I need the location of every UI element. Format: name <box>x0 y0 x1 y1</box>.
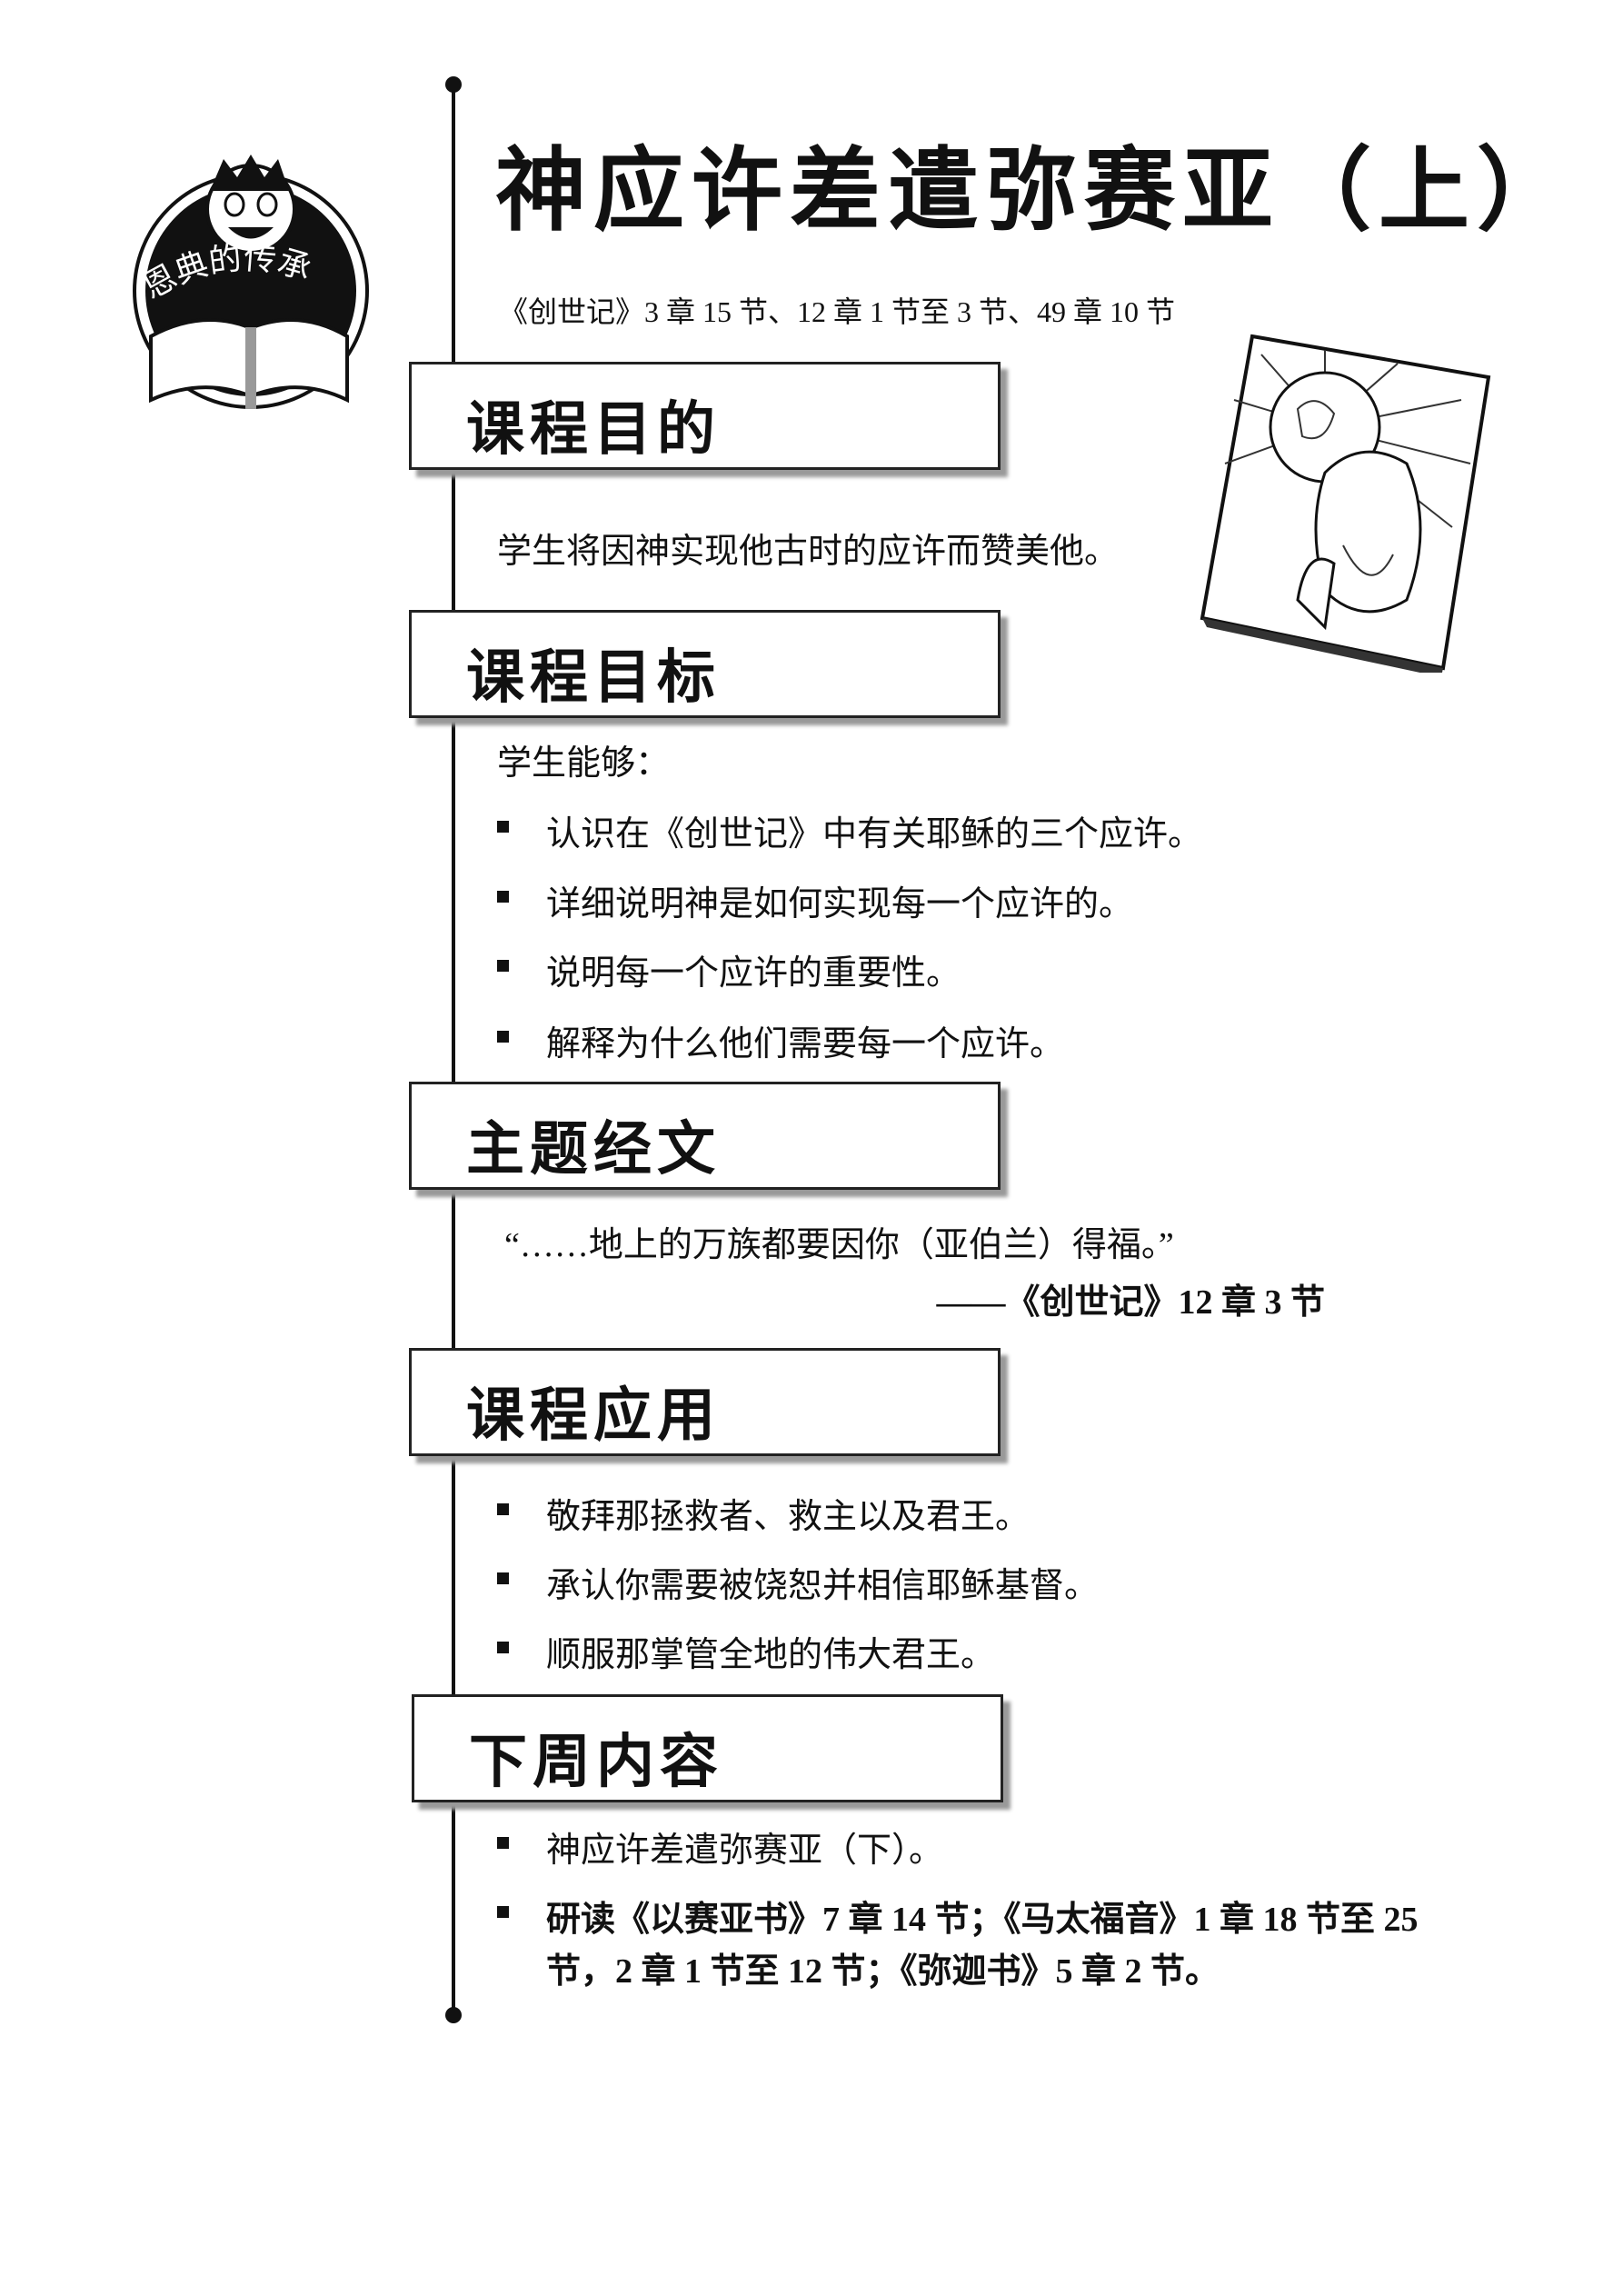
key-verse-reference: ——《创世记》12 章 3 节 <box>936 1283 1325 1322</box>
illustration-prophet <box>1198 327 1498 677</box>
objective-item: 认识在《创世记》中有关耶稣的三个应许。 <box>546 815 1203 854</box>
next-week-item: 研读《以赛亚书》7 章 14 节；《马太福音》1 章 18 节至 25 <box>546 1901 1419 1939</box>
timeline-dot-bottom <box>445 2007 462 2023</box>
timeline-line <box>452 85 455 2015</box>
bullet-icon <box>497 1572 509 1584</box>
heading-text: 主题经文 <box>466 1116 721 1183</box>
section-header-next-week: 下周内容 <box>412 1694 1003 1802</box>
bullet-icon <box>497 1503 509 1515</box>
section-header-application: 课程应用 <box>409 1348 1001 1456</box>
section-header-objectives: 课程目标 <box>409 610 1001 718</box>
timeline-dot-top <box>445 76 462 93</box>
next-week-item-continued: 节，2 章 1 节至 12 节；《弥迦书》5 章 2 节。 <box>546 1952 1220 1991</box>
page-title: 神应许差遣弥赛亚（上） <box>495 137 1575 244</box>
objective-item: 解释为什么他们需要每一个应许。 <box>546 1025 1065 1063</box>
bullet-icon <box>497 821 509 833</box>
bullet-icon <box>497 1031 509 1043</box>
application-item: 承认你需要被饶恕并相信耶稣基督。 <box>546 1567 1100 1605</box>
logo: 恩典的传承 <box>133 155 369 431</box>
bullet-icon <box>497 1642 509 1653</box>
heading-text: 课程目标 <box>466 644 721 712</box>
objectives-intro: 学生能够： <box>497 744 671 783</box>
bullet-icon <box>497 1837 509 1849</box>
purpose-text: 学生将因神实现他古时的应许而赞美他。 <box>497 533 1120 571</box>
heading-text: 课程目的 <box>466 396 721 464</box>
heading-text: 下周内容 <box>469 1729 723 1796</box>
application-item: 顺服那掌管全地的伟大君王。 <box>546 1636 996 1674</box>
bullet-icon <box>497 1906 509 1918</box>
key-verse-quote: “……地上的万族都要因你（亚伯兰）得福。” <box>504 1226 1174 1264</box>
next-week-item: 神应许差遣弥赛亚（下）。 <box>546 1832 944 1870</box>
heading-text: 课程应用 <box>466 1383 721 1450</box>
objective-item: 详细说明神是如何实现每一个应许的。 <box>546 885 1134 923</box>
scripture-reference: 《创世记》3 章 15 节、12 章 1 节至 3 节、49 章 10 节 <box>499 295 1176 328</box>
section-header-key-verse: 主题经文 <box>409 1082 1001 1190</box>
bullet-icon <box>497 891 509 903</box>
objective-item: 说明每一个应许的重要性。 <box>546 954 961 993</box>
application-item: 敬拜那拯救者、救主以及君王。 <box>546 1498 1031 1536</box>
bullet-icon <box>497 960 509 972</box>
section-header-purpose: 课程目的 <box>409 362 1001 470</box>
